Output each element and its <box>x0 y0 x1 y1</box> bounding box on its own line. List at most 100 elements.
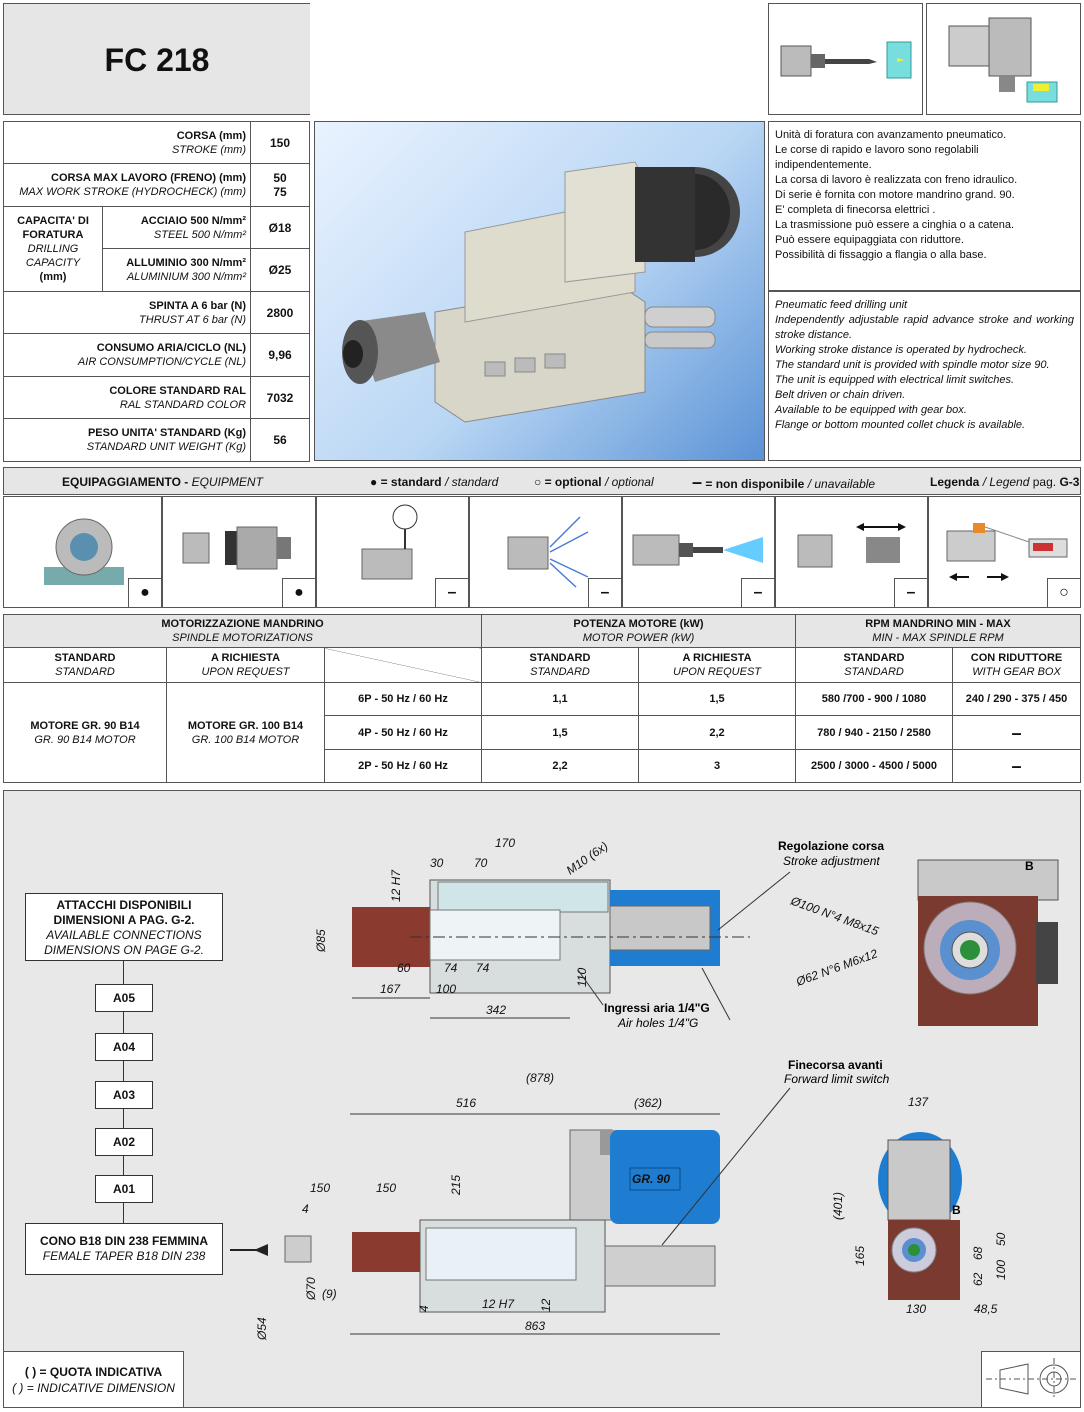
dimension-label: B <box>952 1203 961 1217</box>
description-line-en: Working stroke distance is operated by h… <box>775 344 1027 356</box>
weight-value: 56 <box>250 418 310 462</box>
description-line-it: La trasmissione può essere a cinghia o a… <box>775 219 1015 231</box>
dimension-label: (401) <box>831 1192 845 1220</box>
connection-a05: A05 <box>95 984 153 1012</box>
drilling-unit-photo-icon <box>342 161 740 423</box>
table-row: 4P - 50 Hz / 60 Hz 1,5 2,2 780 / 940 - 2… <box>4 715 1081 750</box>
dimension-label: 516 <box>456 1096 476 1110</box>
dimension-label: Air holes 1/4"G <box>617 1016 698 1030</box>
dimension-label: M10 (6x) <box>564 839 611 878</box>
air-value: 9,96 <box>250 333 310 377</box>
description-line-it: Possibilità di fissaggio a flangia o all… <box>775 249 987 261</box>
connection-a02: A02 <box>95 1128 153 1156</box>
dimension-label: 74 <box>476 961 490 975</box>
equipment-cell-1: ● <box>3 496 162 608</box>
equipment-header: EQUIPAGGIAMENTO - EQUIPMENT ● = standard… <box>3 467 1081 495</box>
dimension-label: 62 <box>971 1272 985 1286</box>
dimension-label: 70 <box>474 856 488 870</box>
gearbox-icon <box>182 526 291 570</box>
description-line-en: Independently adjustable rapid advance s… <box>775 314 1074 341</box>
spec-table: CORSA (mm)STROKE (mm) 150 CORSA MAX LAVO… <box>3 121 310 462</box>
dimension-label: Regolazione corsa <box>778 839 884 853</box>
quick-change-icon <box>797 523 906 568</box>
alu-capacity-value: Ø25 <box>250 248 310 292</box>
description-line-it: Di serie è fornita con motore mandrino g… <box>775 189 1015 201</box>
legend-standard: ● = standard / standard <box>370 475 499 489</box>
dimension-label: 12 H7 <box>389 869 403 902</box>
dimension-label: 100 <box>994 1260 1008 1280</box>
equipment-symbol-6: – <box>894 578 927 607</box>
base-mount-icon <box>44 518 124 585</box>
footer-note: ( ) = QUOTA INDICATIVA ( ) = INDICATIVE … <box>3 1351 184 1408</box>
dimension-label: 60 <box>397 961 411 975</box>
equipment-symbol-1: ● <box>128 578 161 607</box>
description-line-en: Pneumatic feed drilling unit <box>775 299 908 311</box>
equipment-symbol-5: – <box>741 578 774 607</box>
equipment-cell-7: ○ <box>928 496 1081 608</box>
connection-a04: A04 <box>95 1033 153 1061</box>
description-line-it: Le corse di rapido e lavoro sono regolab… <box>775 144 979 171</box>
drawing-views-icon: 170 30 70 M10 (6x) 12 H7 Ø85 60 74 74 16… <box>230 836 1059 1341</box>
description-line-en: Available to be equipped with gear box. <box>775 404 967 416</box>
max-work-value-2: 75 <box>273 185 287 199</box>
dimension-label: 48,5 <box>974 1302 998 1316</box>
dimension-label: 342 <box>486 1003 506 1017</box>
legend-unavailable: – = non disponibile / unavailable <box>692 472 876 492</box>
legend-reference: Legenda / Legend pag. G-3 <box>930 475 1080 489</box>
equipment-cell-2: ● <box>162 496 316 608</box>
dimension-label: 12 H7 <box>482 1297 515 1311</box>
dimension-label: 170 <box>495 836 515 850</box>
dimension-label: 4 <box>302 1202 309 1216</box>
dimension-label: 165 <box>853 1246 867 1266</box>
description-it: Unità di foratura con avanzamento pneuma… <box>768 121 1081 291</box>
dimension-label: Ø85 <box>314 929 328 953</box>
dimension-label: 74 <box>444 961 458 975</box>
dimension-label: (362) <box>634 1096 662 1110</box>
table-row: 2P - 50 Hz / 60 Hz 2,2 3 2500 / 3000 - 4… <box>4 749 1081 783</box>
description-line-en: The standard unit is provided with spind… <box>775 359 1050 371</box>
dimension-label: 12 <box>539 1298 553 1312</box>
dimension-label: 150 <box>310 1181 330 1195</box>
stroke-label: CORSA (mm) <box>176 129 246 142</box>
equipment-cell-3: – <box>316 496 469 608</box>
steel-capacity-value: Ø18 <box>250 206 310 249</box>
dimension-label: Forward limit switch <box>784 1072 890 1086</box>
dimension-label: B <box>1025 859 1034 873</box>
equipment-cell-4: – <box>469 496 622 608</box>
unit-thumbnail-icon <box>948 17 1058 103</box>
dimension-label: 137 <box>908 1095 929 1109</box>
drill-thumbnail-icon <box>780 41 912 79</box>
dimension-label: 50 <box>994 1232 1008 1246</box>
dimension-label: (878) <box>526 1071 554 1085</box>
equipment-cell-5: – <box>622 496 775 608</box>
taper-box: CONO B18 DIN 238 FEMMINA FEMALE TAPER B1… <box>25 1223 223 1275</box>
equipment-symbol-7: ○ <box>1047 578 1080 607</box>
digital-readout-icon <box>946 523 1068 581</box>
connection-a03: A03 <box>95 1081 153 1109</box>
projection-symbol <box>981 1351 1081 1408</box>
description-line-it: E' completa di finecorsa elettrici . <box>775 204 936 216</box>
dimension-label: 100 <box>436 982 456 996</box>
legend-optional: ○ = optional / optional <box>534 475 654 489</box>
dimension-label: (9) <box>322 1287 337 1301</box>
product-photo <box>314 121 765 461</box>
connection-a01: A01 <box>95 1175 153 1203</box>
dimension-label: 150 <box>376 1181 396 1195</box>
dimension-label: Ø62 N°6 M6x12 <box>793 946 879 989</box>
dimension-label: 167 <box>380 982 401 996</box>
dimension-label: 4 <box>417 1305 431 1312</box>
header-thumb-unit <box>926 3 1081 115</box>
first-angle-projection-icon <box>986 1358 1076 1400</box>
description-line-it: La corsa di lavoro è realizzata con fren… <box>775 174 1018 186</box>
description-line-en: Flange or bottom mounted collet chuck is… <box>775 419 1026 431</box>
max-work-value-1: 50 <box>273 171 287 185</box>
description-line-it: Unità di foratura con avanzamento pneuma… <box>775 129 1007 141</box>
dimension-label: Ingressi aria 1/4"G <box>604 1001 710 1015</box>
header-thumb-drill <box>768 3 923 115</box>
through-spindle-coolant-icon <box>632 534 763 566</box>
dimension-label: 110 <box>575 968 589 987</box>
